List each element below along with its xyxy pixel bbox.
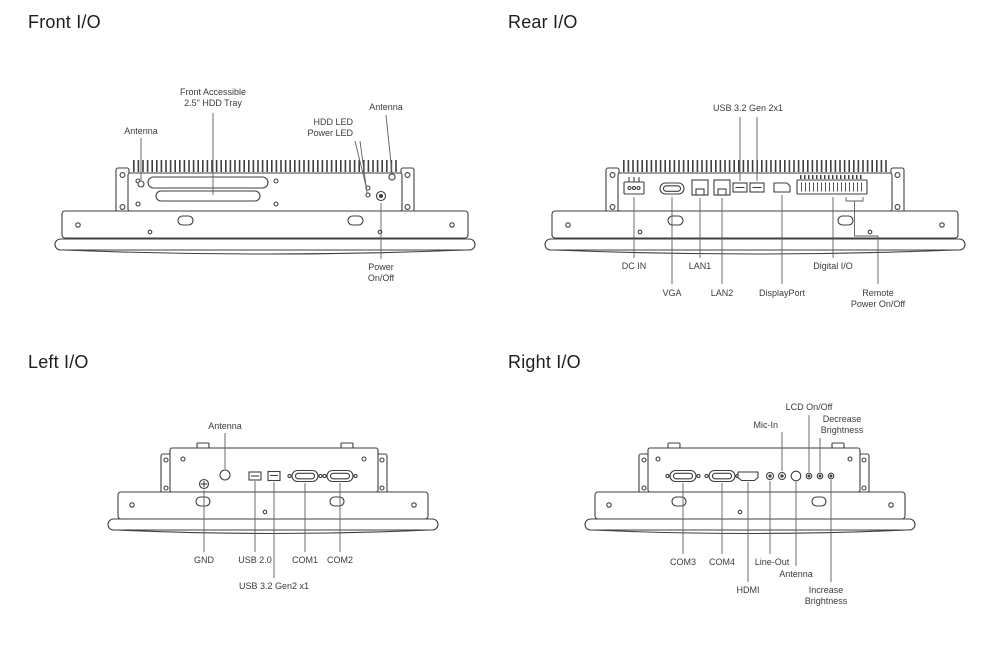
label-right-com4: COM4 (708, 557, 735, 567)
usb-ports (732, 182, 765, 193)
label-right-increase-brightness: Increase Brightness (804, 585, 848, 606)
left-io-title: Left I/O (28, 352, 89, 372)
label-right-mic-in: Mic-In (753, 420, 779, 430)
power-button (375, 190, 387, 202)
device-base (54, 238, 476, 255)
antenna-hole (219, 469, 231, 481)
dc-in-port (623, 177, 645, 195)
screw (847, 456, 853, 462)
decrease-brightness-button (816, 472, 824, 480)
label-rear-remote-power: Remote Power On/Off (850, 288, 906, 309)
device-panel (551, 210, 959, 239)
digital-io-terminal (796, 175, 868, 195)
top-tab (667, 442, 681, 449)
rear-io-section: Rear I/O (500, 0, 1000, 328)
left-io-section: Left I/O (0, 328, 500, 656)
device-base (584, 518, 916, 535)
mounting-bracket-left (605, 167, 620, 215)
hdmi-port (737, 471, 759, 482)
screw (135, 201, 141, 207)
label-rear-displayport: DisplayPort (758, 288, 805, 298)
device-panel (61, 210, 469, 239)
mounting-bracket-left (160, 453, 172, 495)
label-right-lcd-onoff: LCD On/Off (785, 402, 833, 412)
lan2-port (713, 179, 731, 196)
label-left-usb32: USB 3.2 Gen2 x1 (238, 581, 310, 591)
left-device-drawing (107, 433, 439, 578)
right-io-title: Right I/O (508, 352, 581, 372)
screw (273, 178, 279, 184)
hdd-tray (147, 176, 269, 202)
label-rear-dc-in: DC IN (621, 261, 647, 271)
com1-port (287, 469, 323, 483)
label-front-hdd-power-led: HDD LED Power LED (307, 117, 353, 138)
label-left-gnd: GND (194, 555, 214, 565)
top-tab (831, 442, 845, 449)
usb32-port (267, 470, 281, 482)
label-left-com1: COM1 (291, 555, 318, 565)
com4-port (704, 469, 740, 483)
label-rear-digital-io: Digital I/O (813, 261, 853, 271)
lcd-onoff-button (805, 472, 813, 480)
front-device-drawing (54, 113, 476, 259)
top-tab (196, 442, 210, 449)
label-right-decrease-brightness: Decrease Brightness (820, 414, 864, 435)
com3-port (665, 469, 701, 483)
front-io-title: Front I/O (28, 12, 101, 32)
label-right-line-out: Line-Out (754, 557, 790, 567)
label-left-com2: COM2 (326, 555, 353, 565)
label-right-antenna: Antenna (779, 569, 813, 579)
label-front-antenna-left: Antenna (124, 126, 158, 136)
antenna-connector-left (137, 180, 145, 188)
mounting-bracket-right (400, 167, 415, 215)
increase-brightness-button (827, 472, 835, 480)
screw (180, 456, 186, 462)
gnd-terminal (198, 478, 210, 490)
screw (273, 201, 279, 207)
top-tab (340, 442, 354, 449)
vga-port (659, 182, 685, 195)
screw (361, 456, 367, 462)
antenna-hole (790, 470, 802, 482)
lan1-port (691, 179, 709, 196)
device-panel (117, 491, 429, 520)
usb20-port (248, 471, 262, 481)
displayport-port (773, 182, 791, 193)
screw (655, 456, 661, 462)
label-front-antenna-right: Antenna (369, 102, 403, 112)
label-left-usb20: USB 2.0 (238, 555, 272, 565)
leader-lines (203, 433, 341, 578)
label-rear-lan2: LAN2 (710, 288, 734, 298)
right-io-section: Right I/O (500, 328, 1000, 656)
device-base (544, 238, 966, 255)
label-rear-lan1: LAN1 (688, 261, 712, 271)
device-base (107, 518, 439, 535)
line-out-jack (765, 471, 775, 481)
leader-lines (140, 113, 393, 259)
mic-in-jack (777, 471, 787, 481)
leader-lines (633, 117, 879, 284)
rear-io-title: Rear I/O (508, 12, 578, 32)
rear-device-drawing (544, 117, 966, 284)
label-rear-vga: VGA (662, 288, 682, 298)
label-right-hdmi: HDMI (736, 585, 760, 595)
label-left-antenna: Antenna (208, 421, 242, 431)
label-front-hdd-tray: Front Accessible 2.5" HDD Tray (179, 87, 247, 108)
label-rear-usb: USB 3.2 Gen 2x1 (712, 103, 784, 113)
label-front-power-onoff: Power On/Off (367, 262, 395, 283)
front-io-section: Front I/O (0, 0, 500, 328)
label-right-com3: COM3 (669, 557, 696, 567)
right-device-drawing (584, 415, 916, 582)
antenna-connector-right (388, 173, 396, 181)
com2-port (322, 469, 358, 483)
mounting-bracket-left (115, 167, 130, 215)
device-panel (594, 491, 906, 520)
mounting-bracket-right (890, 167, 905, 215)
leader-lines (682, 415, 832, 582)
